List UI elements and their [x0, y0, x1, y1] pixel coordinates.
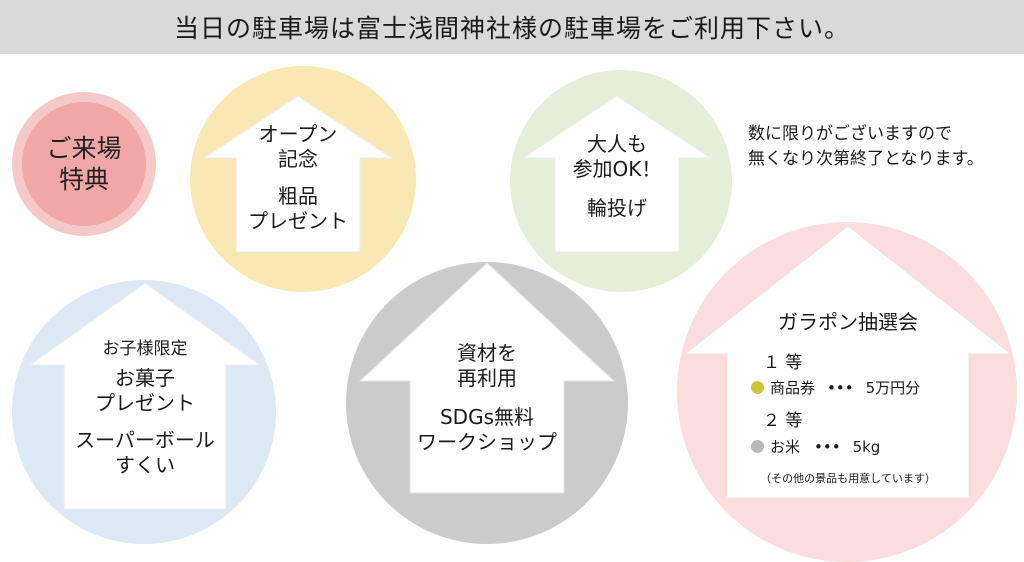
first-prize-value: 5万円分 — [865, 379, 921, 397]
house-arrow-icon — [521, 95, 713, 253]
opening-gift-house: オープン 記念 粗品 プレゼント — [202, 95, 394, 253]
parking-notice-text: 当日の駐車場は富士浅間神社様の駐車場をご利用下さい。 — [173, 14, 850, 43]
adult-line2: 参加OK！ — [572, 157, 662, 181]
sdgs-line3: SDGs無料 — [439, 405, 534, 429]
second-prize-row: お米 ••• 5kg — [751, 436, 880, 457]
note-line1: 数に限りがございますので — [748, 124, 952, 144]
first-prize-dots: ••• — [827, 378, 854, 397]
kids-line5: すくい — [115, 453, 175, 478]
limited-quantity-note: 数に限りがございますので 無くなり次第終了となります。 — [748, 122, 984, 172]
adult-line3: 輪投げ — [587, 196, 647, 220]
opening-line3: 粗品 — [278, 184, 318, 208]
gray-dot-icon — [751, 440, 764, 453]
house-arrow-icon — [358, 262, 616, 494]
kids-line1: お子様限定 — [102, 339, 188, 359]
lottery-house: ガラポン抽選会 １ 等 商品券 ••• 5万円分 ２ 等 お米 ••• 5kg … — [683, 225, 1013, 499]
adult-line1: 大人も — [587, 132, 647, 156]
opening-line4: プレゼント — [248, 209, 348, 233]
badge-line1: ご来場 — [46, 133, 122, 163]
second-prize-dots: ••• — [814, 437, 841, 456]
lottery-title: ガラポン抽選会 — [778, 310, 918, 334]
second-prize-value: 5kg — [852, 437, 881, 456]
first-prize-item: 商品券 — [770, 379, 816, 397]
kids-line2: お菓子 — [115, 366, 175, 391]
first-prize-rank: １ 等 — [763, 353, 803, 373]
opening-line1: オープン — [258, 122, 338, 146]
house-arrow-icon — [28, 282, 262, 510]
badge-inner-circle: ご来場 特典 — [22, 102, 146, 226]
house-arrow-icon — [683, 225, 1013, 499]
lottery-footnote: （その他の景品も用意しています） — [760, 472, 936, 485]
gold-dot-icon — [751, 381, 764, 394]
sdgs-house: 資材を 再利用 SDGs無料 ワークショップ — [358, 262, 616, 494]
kids-house: お子様限定 お菓子 プレゼント スーパーボール すくい — [28, 282, 262, 510]
badge-line2: 特典 — [58, 165, 109, 194]
first-prize-row: 商品券 ••• 5万円分 — [751, 377, 920, 398]
house-arrow-icon — [202, 95, 394, 253]
kids-line4: スーパーボール — [75, 428, 215, 453]
sdgs-line1: 資材を — [457, 341, 517, 365]
ring-toss-house: 大人も 参加OK！ 輪投げ — [521, 95, 713, 253]
opening-line2: 記念 — [278, 147, 318, 171]
note-line2: 無くなり次第終了となります。 — [748, 149, 984, 169]
sdgs-line4: ワークショップ — [417, 430, 557, 454]
kids-line3: プレゼント — [95, 391, 195, 416]
second-prize-rank: ２ 等 — [763, 411, 803, 431]
sdgs-line2: 再利用 — [457, 366, 517, 390]
parking-notice-banner: 当日の駐車場は富士浅間神社様の駐車場をご利用下さい。 — [0, 0, 1024, 54]
second-prize-item: お米 — [770, 438, 801, 456]
